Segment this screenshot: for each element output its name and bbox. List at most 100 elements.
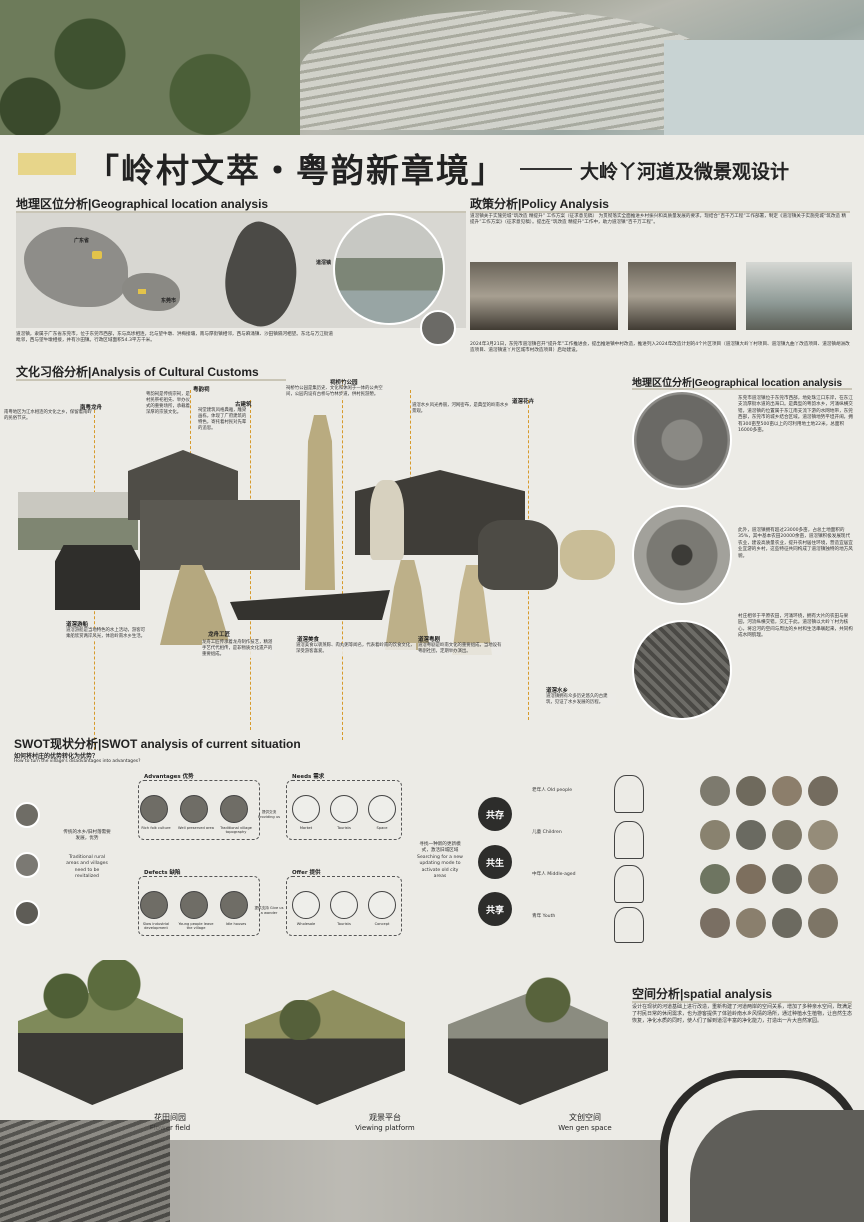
culture-text-2: 粤韵祠是传统宗祠，是村民祭祀祖先、举办仪式的重要场所，承载着深厚的宗族文化。 (146, 392, 190, 416)
geo2-map-circle-3 (632, 620, 732, 720)
spatial-desc: 设计在现状的河道基础上进行改造，重新构建了河道两岸的空间关系，增加了多种亲水空间… (632, 1004, 853, 1024)
swot-left-text: 传统的水乡/旧村落需要发展，优势 (63, 830, 111, 842)
amphitheater-stairs-image (300, 10, 720, 130)
geo-heading: 地理区位分析|Geographical location analysis (16, 197, 269, 211)
tag-ancestral-hall: 粤韵祠 (193, 387, 210, 393)
offer-item-1: Wholesale (296, 922, 316, 926)
label-dongguan: 东莞市 (161, 298, 177, 304)
tag-street-food: 道滘美食 (297, 637, 320, 643)
activity-photo-15 (772, 908, 802, 938)
label-guangdong: 广东省 (74, 238, 90, 244)
statue-image (370, 480, 404, 560)
def-item-3: Idle houses (225, 922, 247, 926)
wholesale-icon (292, 891, 320, 919)
boat-house-image (55, 545, 140, 610)
small-aerial-circle (420, 310, 456, 346)
river-water-image (664, 40, 864, 135)
offer-item-2: Tourists (337, 922, 351, 926)
culture-text-10: 道滘镇拥有众多历史悠久的古建筑，见证了水乡发展的历程。 (546, 694, 616, 706)
market-icon (292, 795, 320, 823)
food-vendor-image (478, 520, 558, 590)
daojiao-marker (138, 289, 146, 294)
activity-photo-2 (736, 776, 766, 806)
gable-wall-fill (690, 1110, 864, 1222)
ancestral-hall-building (140, 500, 300, 570)
def-item-2: Young people leave the village (178, 922, 214, 930)
culture-heading: 文化习俗分析|Analysis of Cultural Customs (16, 365, 259, 379)
needs-item-2: Tourists (337, 826, 351, 830)
defects-label: Defects 缺陷 (142, 868, 183, 876)
node-share: 共享 (478, 892, 512, 926)
def-photo-3 (220, 891, 248, 919)
policy-aerial-photo (746, 262, 852, 330)
sub-title: 大岭丫河道及微景观设计 (580, 161, 790, 183)
adv-item-2: Well preserved area (178, 826, 214, 830)
needs-item-1: Market (299, 826, 313, 830)
geo2-underline (632, 388, 852, 390)
culture-guide-line-2 (190, 390, 191, 490)
swot-heading: SWOT现状分析|SWOT analysis of current situat… (14, 737, 301, 751)
people-sketches (608, 775, 654, 945)
main-title: 「岭村文萃・粤韵新章境」 (86, 151, 506, 190)
pagoda-image (305, 415, 335, 590)
activity-photo-16 (808, 908, 838, 938)
activity-photo-9 (700, 864, 730, 894)
needs-label: Needs 需求 (290, 772, 327, 780)
activity-photo-8 (808, 820, 838, 850)
roof-tiles-image (0, 1120, 170, 1222)
tag-craft: 龙舟工匠 (208, 632, 231, 638)
people-label-4: 青年 Youth (532, 914, 556, 919)
culture-text-7: 龙舟工匠传承着龙舟制作技艺，精湛手艺代代相传，是非物质文化遗产的重要组成。 (202, 640, 274, 658)
tag-beach: 道滘水乡 (546, 688, 569, 694)
tag-water-tour: 道滘游船 (66, 622, 89, 628)
activity-photo-5 (700, 820, 730, 850)
river-village-photo (18, 492, 138, 550)
people-label-1: 老年人 Old people (532, 788, 573, 793)
activity-photo-12 (808, 864, 838, 894)
tourists-icon (330, 795, 358, 823)
advantages-box (138, 780, 260, 840)
activity-photo-1 (700, 776, 730, 806)
culture-text-8: 道滘美食以裹蒸粽、肉丸粥等闻名，代表着岭南的饮食文化，深受游客喜爱。 (296, 643, 416, 655)
activity-photo-4 (808, 776, 838, 806)
header-landscape-photo (0, 0, 864, 135)
block-2-en: Viewing platform (355, 1124, 415, 1132)
activity-photo-13 (700, 908, 730, 938)
sketch-person-4 (614, 907, 644, 943)
def-photo-1 (140, 891, 168, 919)
tag-flower: 道滘花卉 (512, 399, 535, 405)
viewing-platform-tree (260, 1000, 340, 1040)
policy-underline (470, 211, 850, 213)
sketch-person-3 (614, 865, 644, 903)
dongguan-marker (92, 251, 102, 259)
culture-text-4: 祠桥竹公园是集历史、文化和休闲于一体的公共空间，公园内设有古桥与竹林步道，供村民… (286, 386, 390, 398)
trees-image (0, 0, 300, 135)
adv-photo-2 (180, 795, 208, 823)
people-label-2: 儿童 Children (532, 830, 562, 835)
node-symbiosis: 共生 (478, 845, 512, 879)
def-photo-2 (180, 891, 208, 919)
geo2-text-3: 村庄相邻于平原农田，河涌环绕，拥有大片的农田与果园，河流纵横交错，交汇于此。道滘… (738, 614, 853, 639)
swot-left-photo-2 (14, 852, 40, 878)
culture-text-5: 道滘水乡风光秀丽，河网密布，是典型的岭南水乡景观。 (412, 403, 510, 415)
policy-meeting-photo-1 (470, 262, 618, 330)
search-text: 寻找一种新的更新模式，激活旧城区域 Searching for a new up… (417, 842, 463, 880)
block-3-cn: 文创空间 (569, 1113, 601, 1122)
flower-bouquet-image (560, 530, 615, 580)
culture-text-6: 道滘游船是当地特色的水上活动，游客可乘船欣赏两岸风光，体验岭南水乡生活。 (66, 628, 148, 640)
space-icon (368, 795, 396, 823)
adv-photo-3 (220, 795, 248, 823)
swot-left-photo-3 (14, 900, 40, 926)
label-daojiao: 道滘镇 (316, 260, 332, 266)
needs-item-3: Space (376, 826, 388, 830)
activity-photo-6 (736, 820, 766, 850)
geo2-heading: 地理区位分析|Geographical location analysis (632, 378, 843, 389)
culture-text-1: 南粤地区为江水相连的文化之乡，保留着南岭的民俗节庆。 (4, 410, 92, 422)
geo2-text-1: 东莞市道滘镇位于东莞市西部，地处珠江口东岸，在东江支流厚街水道的出海口。是典型的… (738, 396, 853, 434)
people-label-3: 中年人 Middle-aged (532, 872, 576, 877)
swot-left-photo-1 (14, 802, 40, 828)
sketch-person-1 (614, 775, 644, 813)
adv-photo-1 (140, 795, 168, 823)
policy-desc-1: 道滘镇关于实施莞城“筑改造 精提升” 工作方案（征求意见稿） 为贯彻落实全面推进… (470, 214, 847, 226)
geo2-map-circle-2 (632, 505, 732, 605)
